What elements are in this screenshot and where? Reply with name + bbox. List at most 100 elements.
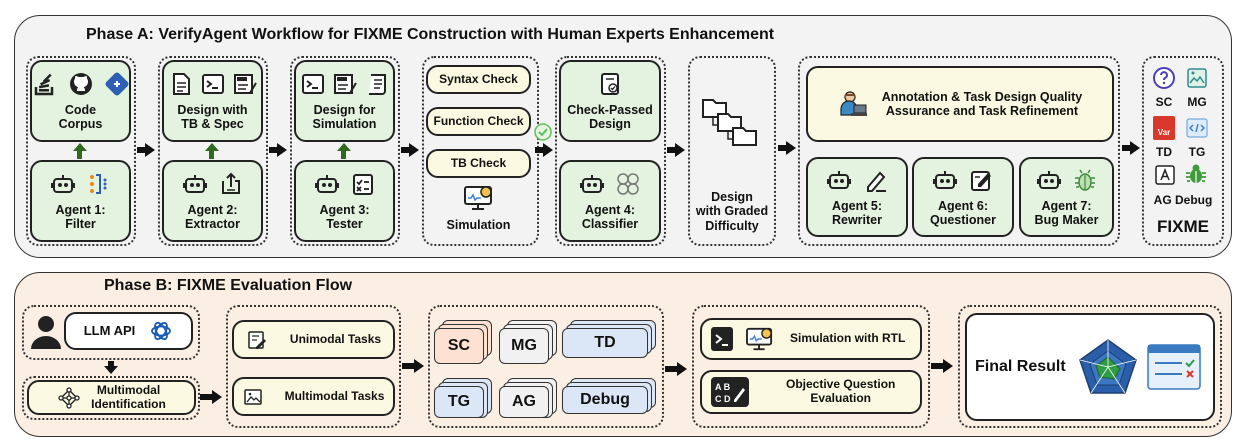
- image-generation-icon: [1187, 68, 1207, 88]
- agent4-label: Agent 4: Classifier: [581, 202, 639, 231]
- terminal-icon: [301, 73, 324, 94]
- agent5-box: Agent 5: Rewriter: [806, 157, 908, 237]
- tb-check-box: TB Check: [426, 149, 531, 178]
- tasks-group: [226, 305, 401, 428]
- group-classifier: [555, 56, 666, 246]
- unimodal-tasks-box: Unimodal Tasks: [232, 320, 395, 359]
- final-result-group: [958, 305, 1222, 428]
- simulation-monitor-icon: [746, 327, 773, 351]
- function-check-box: Function Check: [426, 107, 531, 136]
- fixme-mg: MG: [1187, 95, 1207, 109]
- agent2-box: Agent 2: Extractor: [162, 160, 263, 242]
- simulation-monitor-icon: [464, 186, 492, 210]
- check-passed-label: Check-Passed Design: [567, 102, 653, 131]
- robot-icon: [314, 174, 339, 193]
- agent4-box: Agent 4: Classifier: [559, 160, 661, 242]
- agent7-label: Agent 7: Bug Maker: [1034, 198, 1099, 227]
- llm-api-box: LLM API: [64, 312, 193, 350]
- bug-icon: [1074, 169, 1095, 191]
- final-result-box: Final Result: [965, 313, 1215, 421]
- robot-icon: [580, 174, 604, 193]
- task-card-ag: AG: [499, 386, 549, 418]
- task-card-sc: SC: [434, 328, 484, 364]
- simulation-rtl-box: Simulation with RTL: [700, 318, 922, 360]
- final-result-label: Final Result: [975, 357, 1066, 375]
- terminal-dark-icon: [711, 327, 733, 351]
- extract-icon: [221, 172, 240, 194]
- gitee-icon: [105, 72, 128, 96]
- multimodal-id-group: [22, 376, 200, 420]
- design-simulation-box: Design for Simulation: [294, 60, 395, 142]
- code-corpus-label: Code Corpus: [58, 102, 103, 131]
- agent3-box: Agent 3: Tester: [294, 160, 395, 242]
- agent3-label: Agent 3: Tester: [319, 202, 370, 231]
- fixme-title: FIXME: [1157, 217, 1209, 236]
- multimodal-id-label: Multimodal Identification: [91, 382, 166, 411]
- fixme-sc: SC: [1155, 95, 1173, 109]
- test-sheet-icon: [333, 73, 357, 94]
- text-box-icon: [1155, 165, 1175, 185]
- llm-api-label: LLM API: [83, 322, 136, 338]
- stack-overflow-icon: [34, 73, 53, 95]
- agent2-label: Agent 2: Extractor: [185, 202, 240, 231]
- group-filter: [26, 56, 136, 246]
- robot-icon: [827, 170, 851, 189]
- phase-b-title: Phase B: FIXME Evaluation Flow: [104, 277, 353, 294]
- annotation-box: Annotation & Task Design Quality Assuran…: [806, 66, 1114, 142]
- multimodal-tasks-box: Multimodal Tasks: [232, 377, 395, 416]
- fixme-panel: [1142, 56, 1224, 246]
- agent6-label: Agent 6: Questioner: [930, 198, 996, 227]
- task-card-td: TD: [562, 328, 648, 358]
- agent6-box: Agent 6: Questioner: [912, 157, 1014, 237]
- multimodal-tasks-label: Multimodal Tasks: [284, 388, 385, 403]
- objective-eval-label: Objective Question Evaluation: [786, 377, 896, 405]
- fixme-tg: TG: [1188, 145, 1206, 159]
- unimodal-tasks-label: Unimodal Tasks: [289, 331, 382, 346]
- robot-icon: [933, 170, 957, 189]
- terminal-icon: [201, 73, 224, 94]
- design-simulation-label: Design for Simulation: [312, 102, 377, 131]
- design-tb-spec-box: Design with TB & Spec: [162, 60, 263, 142]
- agent1-label: Agent 1: Filter: [55, 202, 106, 231]
- scroll-icon: [368, 73, 386, 95]
- syntax-check-box: Syntax Check: [426, 65, 531, 94]
- abcd-quiz-icon: A BC D: [711, 377, 749, 407]
- debug-bug-icon: [1186, 164, 1206, 183]
- design-tb-spec-label: Design with TB & Spec: [177, 102, 248, 131]
- fixme-ag-debug: AG Debug: [1153, 193, 1213, 207]
- task-card-tg: TG: [434, 386, 484, 418]
- robot-icon: [182, 174, 207, 193]
- task-card-mg: MG: [499, 328, 549, 364]
- variable-file-icon: Var: [1153, 116, 1175, 140]
- agent1-box: Agent 1: Filter: [30, 160, 131, 242]
- edit-note-icon: [971, 170, 991, 191]
- task-cards-group: [428, 305, 664, 428]
- simulation-label: Simulation: [446, 218, 511, 232]
- group-refinement: [798, 56, 1120, 246]
- simulation-rtl-label: Simulation with RTL: [790, 331, 906, 346]
- agent7-box: Agent 7: Bug Maker: [1019, 157, 1114, 237]
- github-icon: [69, 72, 92, 95]
- check-circle-icon: [534, 123, 552, 141]
- network-icon: [58, 386, 80, 409]
- test-sheet-icon: [233, 73, 257, 94]
- code-icon: [1186, 118, 1208, 138]
- group-tester: [290, 56, 400, 246]
- openai-icon: [151, 321, 172, 341]
- agent5-label: Agent 5: Rewriter: [831, 198, 883, 227]
- graded-difficulty-label: Design with Graded Difficulty: [695, 190, 769, 233]
- folders-icon: [702, 99, 757, 146]
- svg-text:A B: A B: [715, 382, 731, 392]
- filter-icon: [89, 173, 106, 194]
- check-passed-box: Check-Passed Design: [559, 60, 661, 142]
- annotation-label: Annotation & Task Design Quality Assuran…: [881, 89, 1083, 118]
- user-icon: [31, 316, 61, 349]
- llm-api-group: [22, 305, 200, 360]
- clover-icon: [617, 172, 639, 195]
- eraser-icon: [867, 171, 886, 192]
- robot-icon: [1036, 170, 1061, 189]
- evaluation-group: [692, 305, 930, 428]
- checklist-icon: [352, 173, 373, 195]
- fixme-td: TD: [1156, 145, 1172, 159]
